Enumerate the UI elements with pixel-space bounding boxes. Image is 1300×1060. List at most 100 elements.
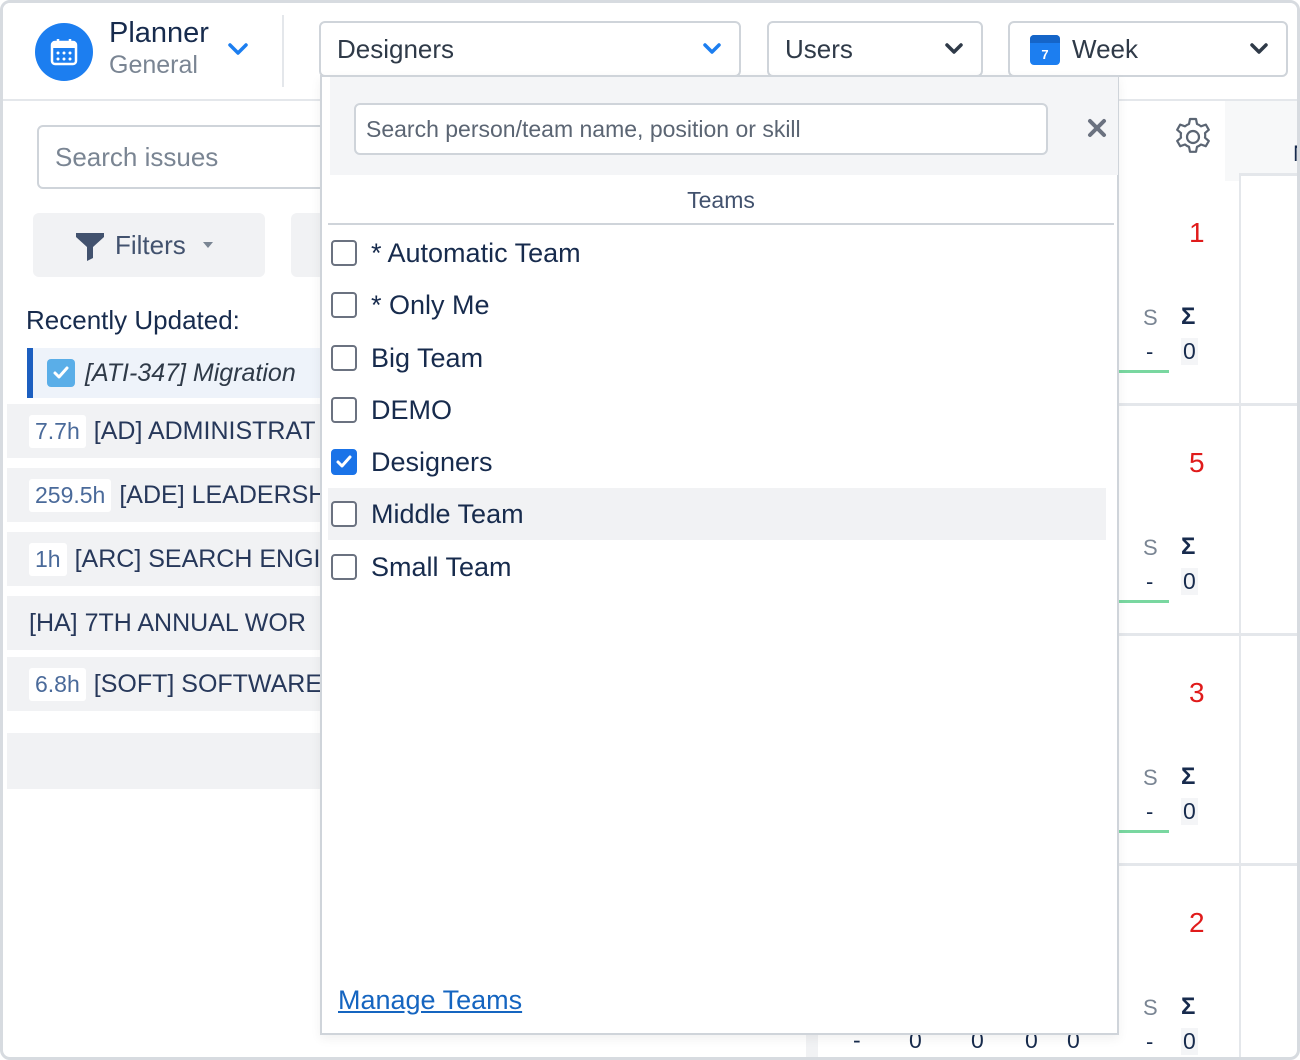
team-search-placeholder: Search person/team name, position or ski… [366,115,801,142]
issue-row[interactable]: 7.7h [AD] ADMINISTRAT [7,404,327,458]
team-option[interactable]: Big Team [328,332,1106,384]
team-search-input[interactable]: Search person/team name, position or ski… [354,103,1048,155]
s-label: S [1143,765,1158,790]
period-select[interactable]: 7 Week [1008,21,1288,77]
grid-cell[interactable] [1239,633,1297,865]
team-checkbox[interactable] [331,292,357,318]
recent-issue-title: [ATI-347] Migration [85,358,296,387]
recent-issue-selected[interactable]: [ATI-347] Migration [27,348,327,398]
s-label: S [1143,305,1158,330]
column-header-text: N [1293,141,1297,167]
issue-count: 1 [1189,217,1205,248]
progress-line [1117,370,1169,373]
filters-label: Filters [115,229,186,260]
bottom-value: - [853,1027,861,1053]
dropdown-search-bar: Search person/team name, position or ski… [330,77,1118,175]
top-header: Planner General Designers Users 7 Week [3,3,1297,101]
s-value: - [1146,569,1154,594]
team-option-hovered[interactable]: Middle Team [328,488,1106,540]
sigma-label: Σ [1181,993,1196,1020]
issue-count: 3 [1189,677,1205,708]
sigma-value: 0 [1181,568,1198,595]
calendar-icon[interactable] [35,23,93,81]
header-divider [282,15,284,87]
team-checkbox[interactable] [331,345,357,371]
team-checkbox-checked[interactable] [331,449,357,475]
search-issues-input[interactable]: Search issues [37,125,337,189]
teams-section-title: Teams [328,183,1114,225]
gear-icon[interactable] [1171,115,1215,159]
filters-button[interactable]: Filters [33,213,265,277]
team-option-label: * Only Me [371,289,490,320]
team-option[interactable]: DEMO [328,384,1106,436]
resource-select[interactable]: Users [767,21,983,77]
manage-teams-link[interactable]: Manage Teams [338,985,523,1015]
chevron-down-icon [1250,43,1268,54]
team-option[interactable]: * Automatic Team [328,227,1106,279]
grid-cell[interactable] [1239,403,1297,635]
team-option[interactable]: Small Team [328,541,1106,593]
sigma-label: Σ [1181,303,1196,330]
grid-cell[interactable] [1239,863,1297,1057]
team-option[interactable]: * Only Me [328,279,1106,331]
grid-divider [1225,101,1239,181]
issue-count: 2 [1189,907,1205,938]
issue-title: [AD] ADMINISTRAT [93,416,316,445]
issue-title: [SOFT] SOFTWARE [93,669,323,698]
empty-row [7,733,327,789]
chevron-down-icon[interactable] [225,39,251,59]
issue-title: [ADE] LEADERSH [119,480,327,509]
chevron-down-icon [703,43,721,54]
issue-title: [HA] 7TH ANNUAL WOR [29,608,306,637]
issue-hours: 259.5h [29,478,112,512]
team-option-selected[interactable]: Designers [328,436,1106,488]
progress-line [1117,830,1169,833]
app-subtitle[interactable]: General [109,51,198,79]
issue-count: 5 [1189,447,1205,478]
close-icon[interactable] [1086,117,1108,139]
checkmark-icon [336,455,352,468]
sigma-label: Σ [1181,533,1196,560]
issue-title: [ARC] SEARCH ENGI [74,544,321,573]
team-option-label: DEMO [371,394,452,425]
team-checkbox[interactable] [331,397,357,423]
team-option-label: * Automatic Team [371,237,581,268]
chevron-down-icon [945,43,963,54]
issue-row[interactable]: 6.8h [SOFT] SOFTWARE [7,657,327,711]
resource-select-value: Users [785,33,853,64]
issue-row[interactable]: 1h [ARC] SEARCH ENGI [7,532,327,586]
s-value: - [1146,799,1154,824]
team-option-label: Middle Team [371,498,524,529]
s-label: S [1143,995,1158,1020]
recently-updated-title: Recently Updated: [26,305,240,335]
grid-cell[interactable] [1239,173,1297,405]
funnel-icon [76,233,104,261]
issue-hours: 1h [29,542,67,576]
team-option-label: Designers [371,446,493,477]
week-calendar-icon: 7 [1030,35,1060,65]
issue-hours: 7.7h [29,414,86,448]
period-select-value: Week [1072,33,1138,64]
team-option-label: Small Team [371,551,512,582]
team-checkbox[interactable] [331,240,357,266]
team-checkbox[interactable] [331,554,357,580]
issue-row[interactable]: [HA] 7TH ANNUAL WOR [7,596,327,650]
sigma-value: 0 [1181,338,1198,365]
grid-column-header: N [1239,101,1297,175]
team-dropdown: Search person/team name, position or ski… [320,75,1119,1035]
team-select[interactable]: Designers [319,21,741,77]
row-separator [1115,863,1297,866]
caret-down-icon [202,242,213,248]
sigma-label: Σ [1181,763,1196,790]
sigma-value: 0 [1181,798,1198,825]
team-select-value: Designers [337,33,455,64]
issue-row[interactable]: 259.5h [ADE] LEADERSH [7,468,327,522]
sigma-value: 0 [1181,1028,1198,1055]
row-separator [1115,633,1297,636]
issue-hours: 6.8h [29,667,86,701]
row-separator [1115,403,1297,406]
team-checkbox[interactable] [331,501,357,527]
team-option-label: Big Team [371,342,484,373]
app-title[interactable]: Planner [109,17,209,49]
